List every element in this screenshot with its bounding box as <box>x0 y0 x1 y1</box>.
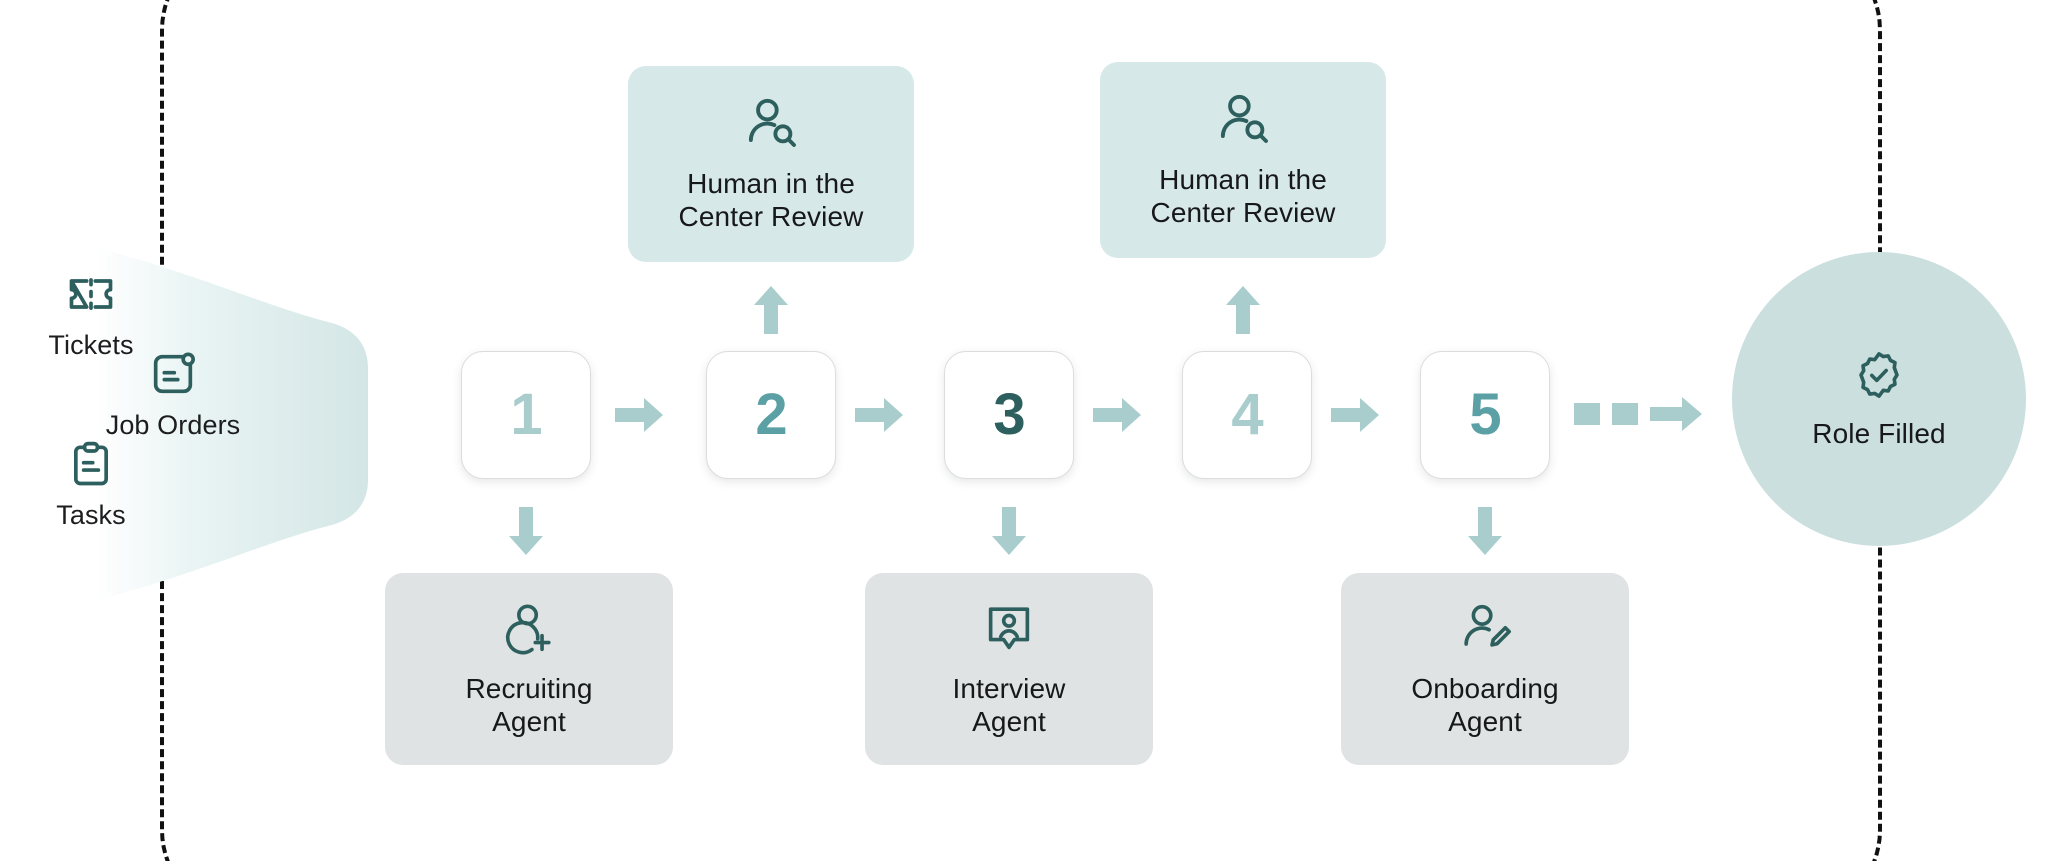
review-label-line2: Center Review <box>678 201 864 233</box>
clipboard-task-icon <box>0 438 186 490</box>
arrow-step4-to-step5 <box>1331 398 1379 432</box>
outcome-label: Role Filled <box>1812 418 1946 449</box>
dash-segment <box>1612 403 1638 425</box>
person-card-icon <box>980 607 1038 661</box>
person-search-icon <box>1212 94 1274 154</box>
step-box-4[interactable]: 4 <box>1182 351 1312 479</box>
person-search-icon <box>740 98 802 158</box>
dashed-arrow-to-outcome <box>1574 397 1702 431</box>
agent-card-label: Recruiting Agent <box>385 672 673 738</box>
step-box-1[interactable]: 1 <box>461 351 591 479</box>
arrow-down-to-recruiting-agent <box>509 507 543 555</box>
review-label-line2: Center Review <box>1150 197 1336 229</box>
agent-card-onboarding[interactable]: Onboarding Agent <box>1341 573 1629 765</box>
job-order-icon <box>78 348 268 400</box>
review-label-line1: Human in the <box>687 168 855 199</box>
agent-card-recruiting[interactable]: Recruiting Agent <box>385 573 673 765</box>
agent-label-line2: Agent <box>492 706 566 738</box>
source-label: Job Orders <box>105 410 241 440</box>
step-number: 3 <box>993 382 1025 447</box>
arrow-down-to-onboarding-agent <box>1468 507 1502 555</box>
review-card-2[interactable]: Human in the Center Review <box>1100 62 1386 258</box>
arrow-up-to-review-2 <box>1226 286 1260 334</box>
arrow-up-to-review-1 <box>754 286 788 334</box>
step-number: 1 <box>510 382 542 447</box>
verified-badge-icon <box>1852 348 1906 406</box>
review-card-label: Human in the Center Review <box>1100 163 1386 229</box>
arrow-down-to-interview-agent <box>992 507 1026 555</box>
ticket-icon <box>0 268 186 320</box>
step-box-5[interactable]: 5 <box>1420 351 1550 479</box>
arrow-step1-to-step2 <box>615 398 663 432</box>
source-label: Tasks <box>56 500 126 530</box>
agent-label-line1: Interview <box>952 673 1066 704</box>
person-add-icon <box>500 604 558 661</box>
step-box-3[interactable]: 3 <box>944 351 1074 479</box>
agent-card-interview[interactable]: Interview Agent <box>865 573 1153 765</box>
review-card-label: Human in the Center Review <box>628 167 914 233</box>
source-tasks: Tasks <box>0 438 186 531</box>
agent-label-line2: Agent <box>972 706 1046 738</box>
step-number: 2 <box>755 382 787 447</box>
agent-label-line1: Recruiting <box>465 673 593 704</box>
arrow-step2-to-step3 <box>855 398 903 432</box>
agent-card-label: Onboarding Agent <box>1341 672 1629 738</box>
source-job-orders: Job Orders <box>78 348 268 441</box>
review-card-1[interactable]: Human in the Center Review <box>628 66 914 262</box>
arrow-step3-to-step4 <box>1093 398 1141 432</box>
dash-segment <box>1574 403 1600 425</box>
step-number: 5 <box>1469 382 1501 447</box>
person-edit-icon <box>1456 604 1514 661</box>
agent-label-line1: Onboarding <box>1411 673 1559 704</box>
intake-funnel <box>96 248 368 600</box>
agent-card-label: Interview Agent <box>865 672 1153 738</box>
source-tickets: Tickets <box>0 268 186 361</box>
agent-label-line2: Agent <box>1448 706 1522 738</box>
step-box-2[interactable]: 2 <box>706 351 836 479</box>
source-label: Tickets <box>48 330 134 360</box>
outcome-role-filled[interactable]: Role Filled <box>1732 252 2026 546</box>
step-number: 4 <box>1231 382 1263 447</box>
review-label-line1: Human in the <box>1159 164 1327 195</box>
